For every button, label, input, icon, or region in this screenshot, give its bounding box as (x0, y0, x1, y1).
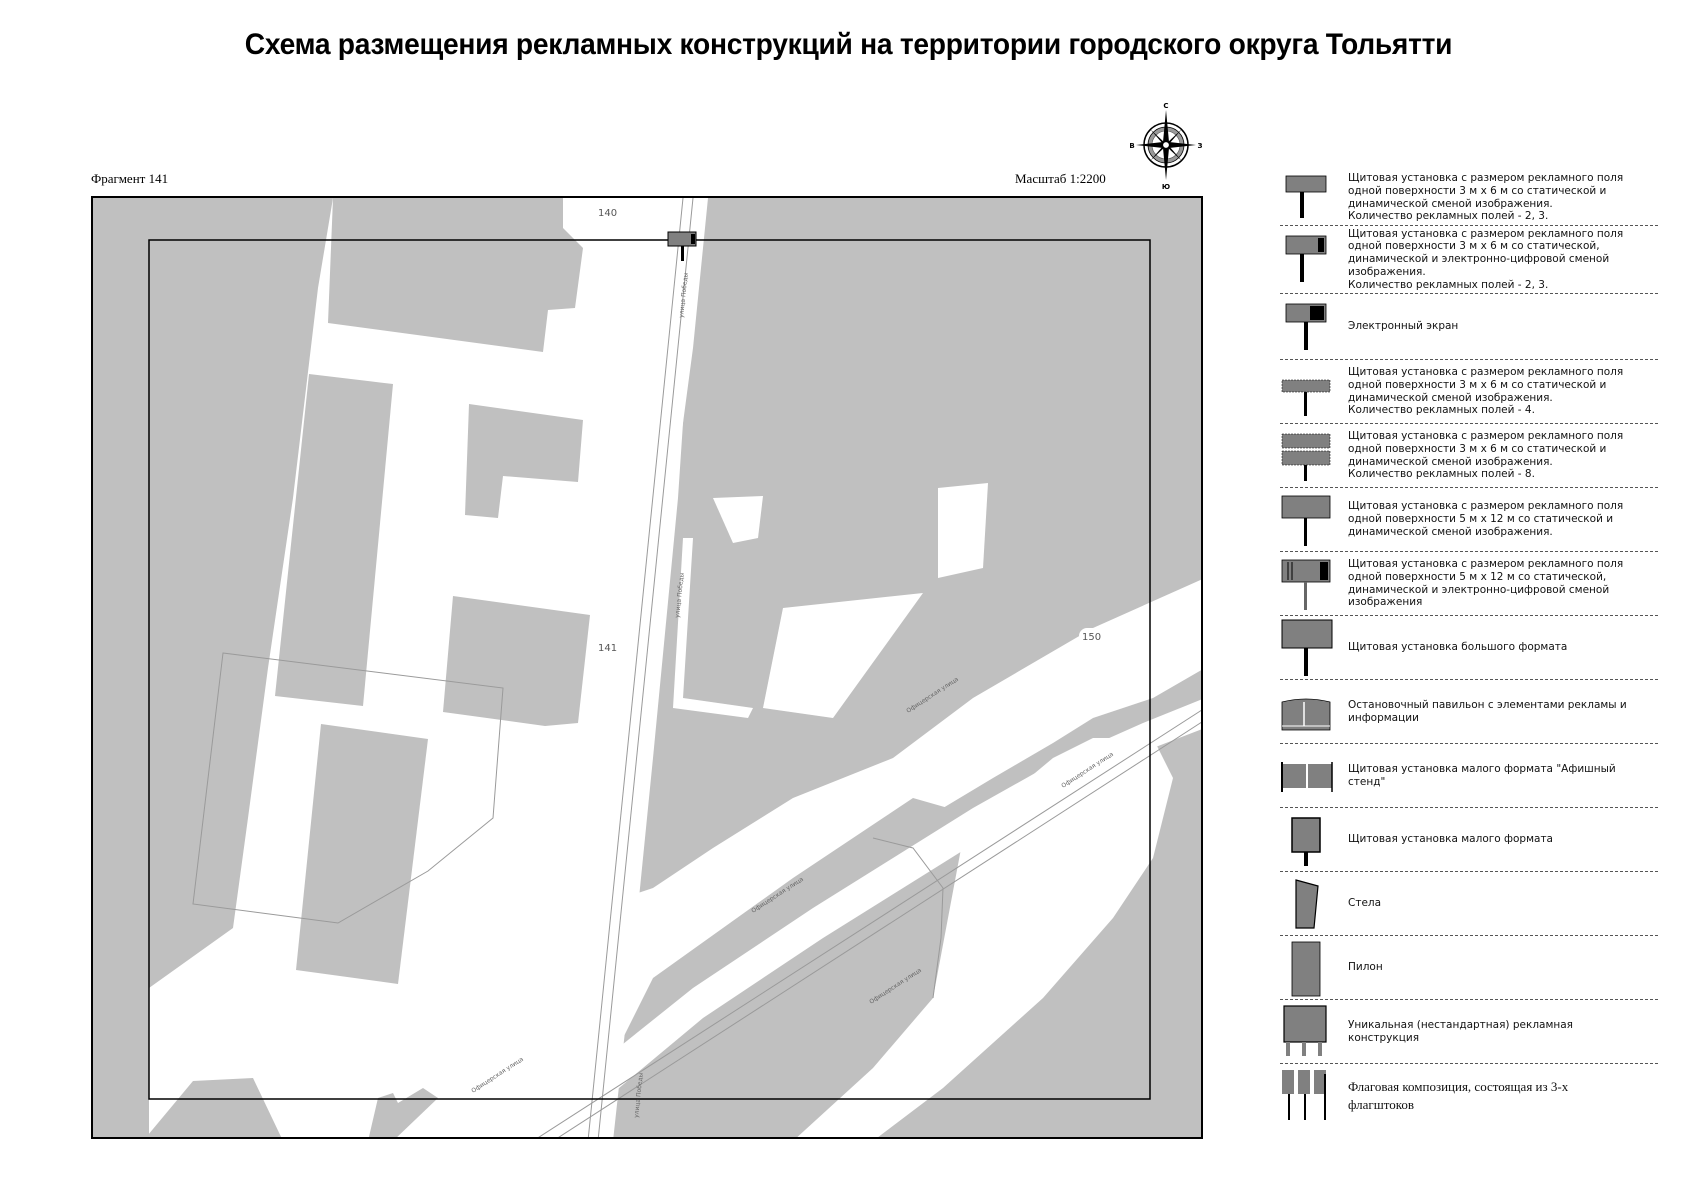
legend-text: Стела (1348, 897, 1382, 910)
street-label-pobedy-2: улица Победы (674, 572, 686, 618)
legend-text: Щитовая установка большого формата (1348, 641, 1568, 654)
pylon-icon (1280, 936, 1340, 999)
small-format-billboard-icon (1280, 808, 1340, 871)
map-fragment[interactable]: 140 141 150 улица Победы улица Победы ул… (91, 196, 1203, 1139)
street-label-pobedy: улица Победы (678, 272, 690, 318)
electronic-screen-icon (1280, 294, 1340, 359)
compass-rose-icon: С Ю В З (1129, 100, 1202, 191)
fragment-number-141: 141 (598, 643, 617, 654)
legend: Щитовая установка с размером рекламного … (1280, 170, 1658, 1128)
compass-north: С (1163, 102, 1168, 110)
map-roads (517, 198, 1201, 1137)
billboard-3x6-icon (1280, 170, 1340, 225)
compass-east: З (1198, 142, 1202, 150)
legend-text: Остановочный павильон с элементами рекла… (1348, 698, 1627, 724)
legend-text: Электронный экран (1348, 320, 1459, 333)
large-format-billboard-icon (1280, 616, 1340, 679)
legend-item: Флаговая композиция, состоящая из 3-х фл… (1280, 1064, 1658, 1128)
legend-item: Щитовая установка с размером рекламного … (1280, 170, 1658, 226)
legend-text: Щитовая установка с размером рекламного … (1348, 500, 1624, 538)
legend-text: Пилон (1348, 961, 1383, 974)
legend-text: Уникальная (нестандартная) рекламная кон… (1348, 1018, 1574, 1044)
legend-item: Остановочный павильон с элементами рекла… (1280, 680, 1658, 744)
legend-item: Щитовая установка малого формата "Афишны… (1280, 744, 1658, 808)
legend-item: Щитовая установка с размером рекламного … (1280, 424, 1658, 488)
scale-label: Масштаб 1:2200 (1015, 171, 1106, 186)
billboard-marker[interactable] (667, 231, 697, 261)
fragment-number-150-bg (1079, 628, 1103, 644)
legend-text: Щитовая установка малого формата (1348, 833, 1553, 846)
billboard-5x12-digital-icon (1280, 552, 1340, 615)
fragment-frame (148, 239, 1151, 1100)
fragment-number-140: 140 (598, 208, 617, 219)
street-label-ofitserskaya-4: Офицерская улица (470, 1056, 525, 1095)
legend-text: Щитовая установка с размером рекламного … (1348, 171, 1624, 223)
bus-stop-pavilion-icon (1280, 680, 1340, 743)
page-title: Схема размещения рекламных конструкций н… (244, 28, 1453, 61)
poster-stand-icon (1280, 744, 1340, 807)
legend-item: Щитовая установка с размером рекламного … (1280, 488, 1658, 552)
map-road-edges (192, 198, 1201, 1137)
legend-item: Электронный экран (1280, 294, 1658, 360)
legend-item: Щитовая установка малого формата (1280, 808, 1658, 872)
legend-item: Щитовая установка большого формата (1280, 616, 1658, 680)
stele-icon (1280, 872, 1340, 935)
billboard-3x6-digital-icon (1280, 226, 1340, 293)
legend-item: Щитовая установка с размером рекламного … (1280, 226, 1658, 294)
billboard-8-fields-icon (1280, 424, 1340, 487)
billboard-5x12-icon (1280, 488, 1340, 551)
legend-item: Пилон (1280, 936, 1658, 1000)
legend-text: Щитовая установка с размером рекламного … (1348, 557, 1624, 609)
street-label-pobedy-3: улица Победы (633, 1072, 645, 1118)
flag-composition-icon (1280, 1064, 1340, 1128)
legend-text: Щитовая установка с размером рекламного … (1348, 429, 1624, 481)
map-buildings (93, 198, 1201, 1137)
legend-text: Щитовая установка малого формата "Афишны… (1348, 762, 1616, 788)
fragment-number-150: 150 (1082, 632, 1101, 643)
legend-item: Щитовая установка с размером рекламного … (1280, 552, 1658, 616)
legend-item: Щитовая установка с размером рекламного … (1280, 360, 1658, 424)
legend-item: Уникальная (нестандартная) рекламная кон… (1280, 1000, 1658, 1064)
legend-text: Флаговая композиция, состоящая из 3-х фл… (1348, 1079, 1569, 1112)
compass-south: Ю (1162, 183, 1170, 190)
legend-text: Щитовая установка с размером рекламного … (1348, 365, 1624, 417)
compass-west: В (1130, 142, 1135, 150)
billboard-4-fields-icon (1280, 360, 1340, 423)
unique-structure-icon (1280, 1000, 1340, 1063)
legend-item: Стела (1280, 872, 1658, 936)
legend-text: Щитовая установка с размером рекламного … (1348, 227, 1624, 291)
fragment-label: Фрагмент 141 (91, 171, 169, 186)
